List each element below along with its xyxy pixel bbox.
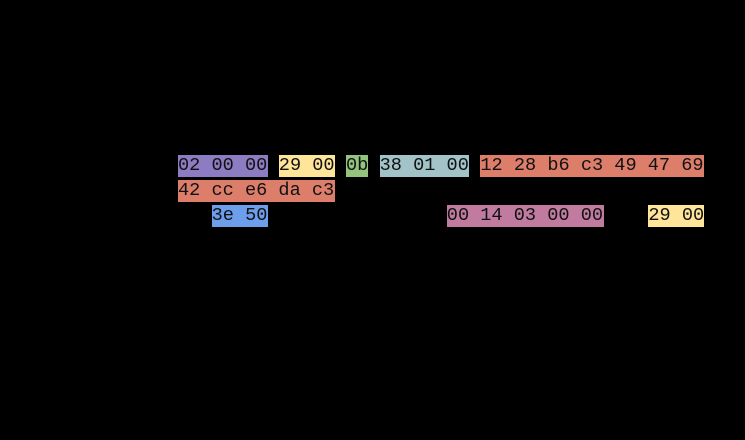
hex-row-1: 02 00 00 29 00 0b 38 01 00 12 28 b6 c3 4… <box>178 155 708 180</box>
byte-group-yellow: 29 00 <box>278 155 335 177</box>
byte-group-purple: 02 00 00 <box>178 155 268 177</box>
hex-dump: 02 00 00 29 00 0b 38 01 00 12 28 b6 c3 4… <box>178 155 708 230</box>
byte-group-yellow-second: 29 00 <box>648 205 705 227</box>
byte-group-blue: 3e 50 <box>211 205 268 227</box>
byte-group-salmon: 12 28 b6 c3 49 47 69 <box>480 155 705 177</box>
byte-group-mauve: 00 14 03 00 00 <box>446 205 604 227</box>
hex-row-3: 3e 50 00 14 03 00 00 29 00 <box>178 205 708 230</box>
byte-group-teal: 38 01 00 <box>379 155 470 177</box>
hex-row-2: 42 cc e6 da c3 <box>178 180 708 205</box>
byte-group-green: 0b <box>346 155 369 177</box>
byte-group-salmon-continued: 42 cc e6 da c3 <box>178 180 335 202</box>
